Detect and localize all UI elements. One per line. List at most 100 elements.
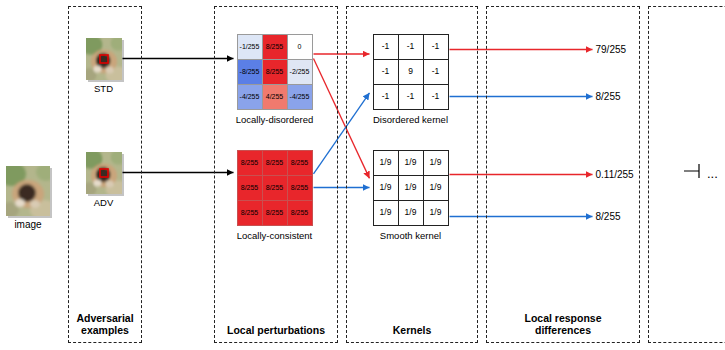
matrix-cell: -8/255 <box>237 59 263 85</box>
cell-value: -8/255 <box>240 68 260 75</box>
matrix-cell: -4/255 <box>237 84 263 110</box>
matrix-cell: 1/9 <box>398 175 424 201</box>
example-image: STD <box>84 38 124 98</box>
cell-value: 1/9 <box>405 208 417 217</box>
response-value: 79/255 <box>596 43 627 57</box>
kernel-grid: -1 -1 -1 -1 9 -1 -1 -1 -1Disordered kernel <box>373 34 449 128</box>
cell-value: -1 <box>432 42 440 51</box>
matrix-cell: 8/255 <box>262 175 288 201</box>
cell-value: -1 <box>432 67 440 76</box>
value-text: 79/255 <box>596 43 627 57</box>
matrix-cell: 1/9 <box>373 200 399 226</box>
connector-arrow <box>450 174 593 175</box>
cell-value: -1 <box>382 42 390 51</box>
panel-caption: Kernels <box>352 324 472 337</box>
cell-value: 8/255 <box>241 209 259 216</box>
matrix-cell: -1 <box>423 59 449 85</box>
matrix-cell: 8/255 <box>262 59 288 85</box>
cell-value: -2/255 <box>290 68 310 75</box>
matrix-cell: -1 <box>373 84 399 110</box>
image-frame <box>86 152 122 194</box>
matrix-caption: Locally-consistent <box>237 230 313 241</box>
cell-value: 1/9 <box>380 158 392 167</box>
std-picture <box>79 35 128 84</box>
matrix-cell: 8/255 <box>262 34 288 60</box>
value-text: 8/255 <box>596 210 621 224</box>
cell-value: 8/255 <box>241 184 259 191</box>
response-value: 8/255 <box>596 90 621 104</box>
panel-caption: Local response differences <box>517 312 609 337</box>
connector-arrow <box>314 53 370 54</box>
cell-value: 0 <box>298 43 302 50</box>
matrix-cell: -2/255 <box>287 59 313 85</box>
cell-value: 1/9 <box>380 208 392 217</box>
matrix-cell: 1/9 <box>423 150 449 176</box>
cell-value: 8/255 <box>241 159 259 166</box>
connector-arrow <box>123 58 234 59</box>
stage-panel: Kernels -1 -1 -1 -1 9 -1 -1 -1 -1Disordered kerne… <box>346 6 478 343</box>
image-label: image <box>0 219 62 231</box>
cell-value: 8/255 <box>266 159 284 166</box>
input-image: image <box>4 166 52 234</box>
matrix-cell: -1 <box>423 34 449 60</box>
cell-value: 8/255 <box>266 209 284 216</box>
matrix-caption: Disordered kernel <box>373 114 448 125</box>
response-value: 0.11/255 <box>596 168 634 182</box>
cell-value: -1/255 <box>240 43 260 50</box>
cell-value: 8/255 <box>266 43 284 50</box>
cell-value: 8/255 <box>291 184 309 191</box>
matrix-cell: 1/9 <box>423 175 449 201</box>
cell-value: 1/9 <box>430 183 442 192</box>
example-image: ADV <box>84 152 124 212</box>
input-picture <box>0 162 58 220</box>
connector-arrow <box>123 172 234 173</box>
matrix-caption: Smooth kernel <box>380 230 441 241</box>
perturbation-grid: -1/2558/2550-8/2558/255-2/255-4/2554/255… <box>237 34 313 128</box>
matrix-cell: 8/255 <box>287 200 313 226</box>
matrix-cell: 9 <box>398 59 424 85</box>
stage-panel: Local perturbations-1/2558/2550-8/2558/2… <box>214 6 338 343</box>
cell-value: 1/9 <box>430 158 442 167</box>
kernel-grid: 1/91/91/91/91/91/91/91/91/9Smooth kernel <box>373 150 449 244</box>
cell-value: -1 <box>407 42 415 51</box>
cell-value: -4/255 <box>240 93 260 100</box>
cell-value: -1 <box>432 92 440 101</box>
image-frame <box>6 166 50 216</box>
cell-value: 8/255 <box>291 209 309 216</box>
image-label: ADV <box>74 197 134 208</box>
panel-caption: Local perturbations <box>220 324 332 337</box>
cell-value: -1 <box>382 67 390 76</box>
value-text: 0.11/255 <box>596 168 634 182</box>
matrix-cell: 8/255 <box>287 175 313 201</box>
connector-arrow <box>450 49 593 50</box>
cell-value: 1/9 <box>380 183 392 192</box>
matrix-cell: 4/255 <box>262 84 288 110</box>
matrix-cell: 8/255 <box>237 150 263 176</box>
connector-arrow <box>314 93 370 174</box>
matrix-grid: 1/91/91/91/91/91/91/91/91/9 <box>373 150 449 226</box>
connector-arrow <box>450 216 593 217</box>
response-value: 8/255 <box>596 210 621 224</box>
image-label: STD <box>74 83 134 94</box>
connector-arrow <box>314 187 370 188</box>
matrix-cell: 8/255 <box>262 200 288 226</box>
matrix-cell: 8/255 <box>237 175 263 201</box>
patch-marker <box>100 55 108 63</box>
ellipsis-mark: ... <box>707 167 718 180</box>
matrix-cell: 8/255 <box>237 200 263 226</box>
patch-marker <box>100 169 108 177</box>
cell-value: 9 <box>408 67 413 76</box>
connector-arrow <box>314 59 370 179</box>
cell-value: 8/255 <box>291 159 309 166</box>
cell-value: 4/255 <box>266 93 284 100</box>
matrix-cell: 1/9 <box>398 150 424 176</box>
matrix-grid: -1/2558/2550-8/2558/255-2/255-4/2554/255… <box>237 34 313 110</box>
panel-caption: Adversarial examples <box>72 312 138 337</box>
stage-panel: Local response differences 79/255 8/255 0.1… <box>486 6 640 343</box>
adv-picture <box>79 149 128 198</box>
cell-value: 1/9 <box>430 208 442 217</box>
matrix-cell: -1 <box>398 84 424 110</box>
cell-value: -1 <box>382 92 390 101</box>
matrix-grid: 8/2558/2558/2558/2558/2558/2558/2558/255… <box>237 150 313 226</box>
